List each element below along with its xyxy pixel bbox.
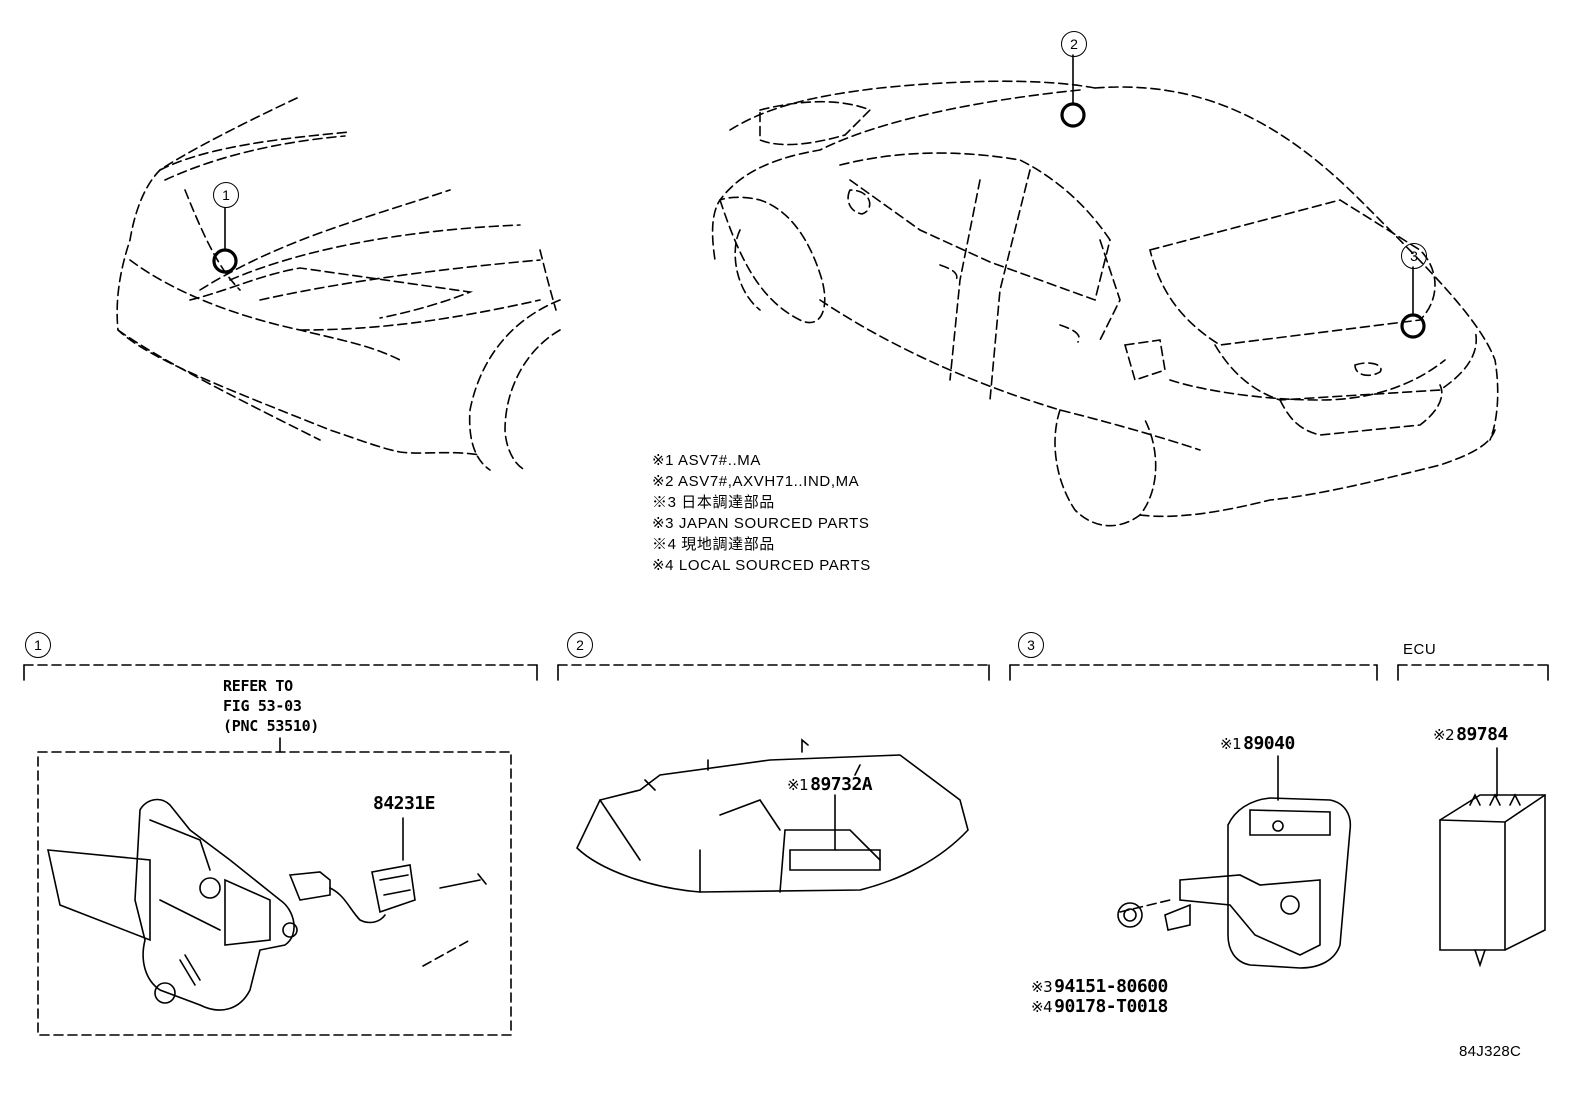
applicability-mark: ※2 (1433, 726, 1455, 744)
section-2-callout[interactable]: 2 (567, 632, 593, 658)
refer-line-2: FIG 53-03 (223, 697, 302, 715)
refer-line-3: (PNC 53510) (223, 717, 320, 735)
part-number-84231E[interactable]: 84231E (373, 793, 436, 814)
applicability-mark: ※3 (1031, 978, 1053, 996)
section-1-callout[interactable]: 1 (25, 632, 51, 658)
section-ecu-title: ECU (1403, 641, 1437, 658)
note-line: ※4 現地調達部品 (652, 536, 775, 553)
applicability-notes: ※1 ASV7#..MA ※2 ASV7#,AXVH71..IND,MA ※3 … (652, 450, 871, 576)
note-line: ※2 ASV7#,AXVH71..IND,MA (652, 473, 860, 490)
applicability-mark: ※4 (1031, 998, 1053, 1016)
diagram-code: 84J328C (1459, 1043, 1522, 1060)
note-line: ※1 ASV7#..MA (652, 452, 761, 469)
callout-1-front[interactable]: 1 (213, 182, 239, 208)
part-number-value: 89732A (810, 774, 873, 795)
part-number-value: 89784 (1456, 724, 1508, 745)
note-line: ※3 日本調達部品 (652, 494, 775, 511)
callout-3-trunk[interactable]: 3 (1401, 243, 1427, 269)
part-number-value: 84231E (373, 793, 436, 814)
note-line: ※3 JAPAN SOURCED PARTS (652, 515, 870, 532)
applicability-mark: ※1 (787, 776, 809, 794)
section-3-callout[interactable]: 3 (1018, 632, 1044, 658)
callout-2-roof[interactable]: 2 (1061, 31, 1087, 57)
part-number-value: 94151-80600 (1054, 976, 1168, 997)
note-line: ※4 LOCAL SOURCED PARTS (652, 557, 871, 574)
refer-to-note[interactable]: REFER TO FIG 53-03 (PNC 53510) (223, 676, 319, 736)
part-number-value: 89040 (1243, 733, 1295, 754)
applicability-mark: ※1 (1220, 735, 1242, 753)
refer-line-1: REFER TO (223, 677, 293, 695)
part-number-value: 90178-T0018 (1054, 996, 1168, 1017)
